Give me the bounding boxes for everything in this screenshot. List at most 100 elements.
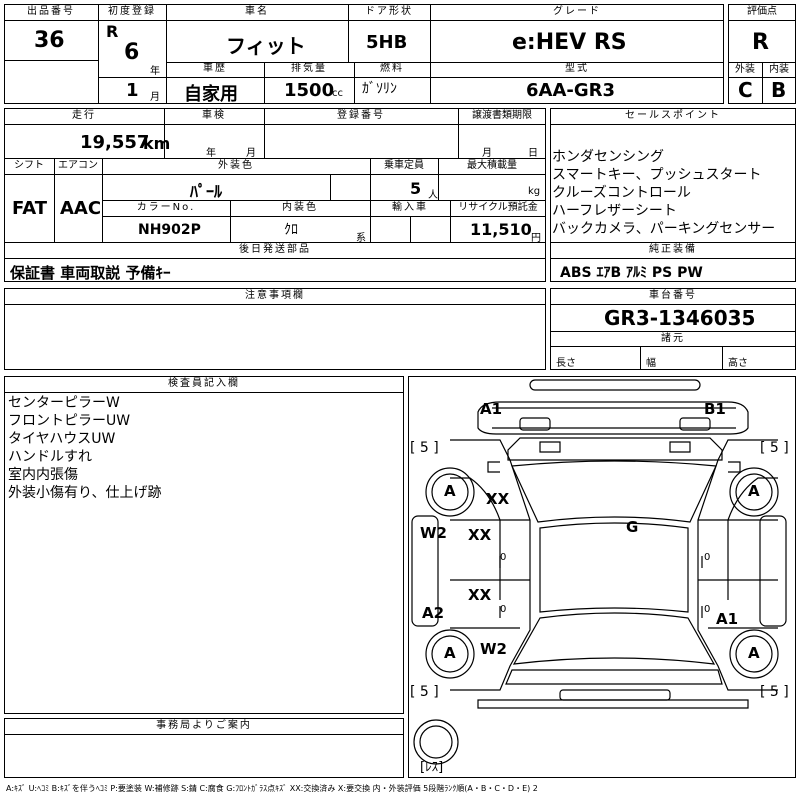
inspector-line: フロントピラーUW <box>8 413 131 429</box>
door-zero-mark: 0 <box>704 604 711 615</box>
sales-point: バックカメラ、パーキングセンサー <box>552 221 776 237</box>
damage-mark-a1-rear: A1 <box>716 610 739 628</box>
fuel-value: ｶﾞｿﾘﾝ <box>362 81 397 97</box>
damage-mark-xx-rear-door: XX <box>468 586 492 604</box>
door-label: ドア形状 <box>365 6 413 17</box>
recycle-label: リサイクル預託金 <box>458 202 538 213</box>
damage-mark-xx-front-door: XX <box>468 526 492 544</box>
rl-tyre-tread: [ 5 ] <box>410 684 439 700</box>
exterior-value: C <box>738 78 753 102</box>
car-diagram-box <box>408 376 796 778</box>
inspection-month-unit: 月 <box>246 148 256 159</box>
damage-mark-a1-front: A1 <box>480 400 503 418</box>
int-color-value: ｸﾛ <box>284 222 298 238</box>
year-unit: 年 <box>150 66 160 77</box>
displacement-label: 排気量 <box>291 63 327 74</box>
interior-label: 内装 <box>769 64 789 75</box>
recycle-unit: 円 <box>531 233 541 244</box>
max-load-label: 最大積載量 <box>467 160 517 171</box>
transfer-month-unit: 月 <box>482 148 492 159</box>
ext-color-value: ﾊﾟｰﾙ <box>190 182 223 201</box>
equipment-value: ABS ｴｱB ｱﾙﾐ PS PW <box>560 265 703 281</box>
grade-value: e:HEV RS <box>512 30 627 55</box>
damage-mark-g: G <box>626 518 639 536</box>
inspector-label: 検査員記入欄 <box>168 378 240 389</box>
length-label: 長さ <box>556 358 576 369</box>
shift-label: シフト <box>14 160 44 171</box>
ac-value: AAC <box>60 198 102 219</box>
inspection-label: 車検 <box>202 110 226 121</box>
grade-label: グレード <box>553 6 601 17</box>
spec-label: 諸元 <box>661 333 685 344</box>
fr-tyre-tread: [ 5 ] <box>760 440 789 456</box>
damage-mark-b1: B1 <box>704 400 726 418</box>
spare-tyre-label: [ﾚｽ] <box>420 760 444 775</box>
chassis-value: GR3-1346035 <box>604 306 756 330</box>
import-label: 輸入車 <box>392 202 428 213</box>
model-label: 車名 <box>245 6 269 17</box>
ext-color-label: 外装色 <box>218 160 254 171</box>
type-value: 6AA-GR3 <box>526 80 616 101</box>
capacity-value: 5 <box>410 179 422 198</box>
sales-point: ホンダセンシング <box>552 149 664 165</box>
capacity-unit: 人 <box>428 190 438 201</box>
legend-text: A:ｷｽﾞ U:ﾍｺﾐ B:ｷｽﾞを伴うﾍｺﾐ P:要塗装 W:補修跡 S:錆 … <box>6 784 538 793</box>
mileage-label: 走行 <box>72 110 96 121</box>
reg-no-label: 登録番号 <box>337 110 385 121</box>
int-color-unit: 系 <box>356 233 366 244</box>
notes-box <box>4 288 546 370</box>
damage-mark-a-fl: A <box>444 482 456 500</box>
width-label: 幅 <box>646 358 656 369</box>
sales-point: クルーズコントロール <box>552 185 691 201</box>
transfer-day-unit: 日 <box>528 148 538 159</box>
fl-tyre-tread: [ 5 ] <box>410 440 439 456</box>
history-label: 車歴 <box>203 63 227 74</box>
damage-mark-w2-left: W2 <box>420 524 447 542</box>
sales-points-box <box>550 108 796 282</box>
displacement-unit: cc <box>332 88 343 99</box>
history-value: 自家用 <box>184 84 238 105</box>
damage-mark-w2-rear: W2 <box>480 640 507 658</box>
inspector-notes: センターピラーW フロントピラーUW タイヤハウスUW ハンドルすれ 室内内張傷… <box>8 394 161 502</box>
lot-label: 出品番号 <box>27 6 75 17</box>
later-parts-value: 保証書 車両取説 予備ｷｰ <box>10 264 171 282</box>
door-zero-mark: 0 <box>500 604 507 615</box>
mileage-value: 19,557 <box>80 132 150 153</box>
inspector-line: タイヤハウスUW <box>8 431 116 447</box>
transfer-label: 譲渡書類期限 <box>472 110 532 121</box>
fuel-label: 燃料 <box>380 63 404 74</box>
chassis-label: 車台番号 <box>649 290 697 301</box>
sales-label: セールスポイント <box>625 110 721 121</box>
model-value: フィット <box>226 34 306 58</box>
equipment-label: 純正装備 <box>649 244 697 255</box>
int-color-label: 内装色 <box>282 202 318 213</box>
shift-value: FAT <box>12 198 48 219</box>
color-no-label: カラーNo. <box>136 202 196 213</box>
damage-mark-xx-fender: XX <box>486 490 510 508</box>
sales-points-list: ホンダセンシング スマートキー、プッシュスタート クルーズコントロール ハーフレ… <box>552 148 775 238</box>
door-zero-mark: 0 <box>500 552 507 563</box>
damage-mark-a2: A2 <box>422 604 445 622</box>
lot-value: 36 <box>34 28 65 53</box>
damage-mark-a-rl: A <box>444 644 456 662</box>
max-load-unit: kg <box>528 186 541 197</box>
office-box <box>4 718 404 778</box>
era-value: R <box>106 22 119 41</box>
capacity-label: 乗車定員 <box>384 160 424 171</box>
vehicle-detail-box <box>4 108 546 282</box>
inspector-line: 外装小傷有り、仕上げ跡 <box>8 485 162 501</box>
type-label: 型式 <box>565 63 589 74</box>
inspector-line: 室内内張傷 <box>8 467 78 483</box>
inspection-year-unit: 年 <box>206 148 216 159</box>
exterior-label: 外装 <box>735 64 755 75</box>
rr-tyre-tread: [ 5 ] <box>760 684 789 700</box>
door-zero-mark: 0 <box>704 552 711 563</box>
displacement-value: 1500 <box>284 80 335 101</box>
damage-mark-a-rr: A <box>748 644 760 662</box>
inspector-line: センターピラーW <box>8 395 120 411</box>
office-label: 事務局よりご案内 <box>156 720 252 731</box>
notes-label: 注意事項欄 <box>245 290 305 301</box>
color-no-value: NH902P <box>138 222 201 238</box>
score-value: R <box>752 30 769 55</box>
interior-value: B <box>771 78 787 102</box>
